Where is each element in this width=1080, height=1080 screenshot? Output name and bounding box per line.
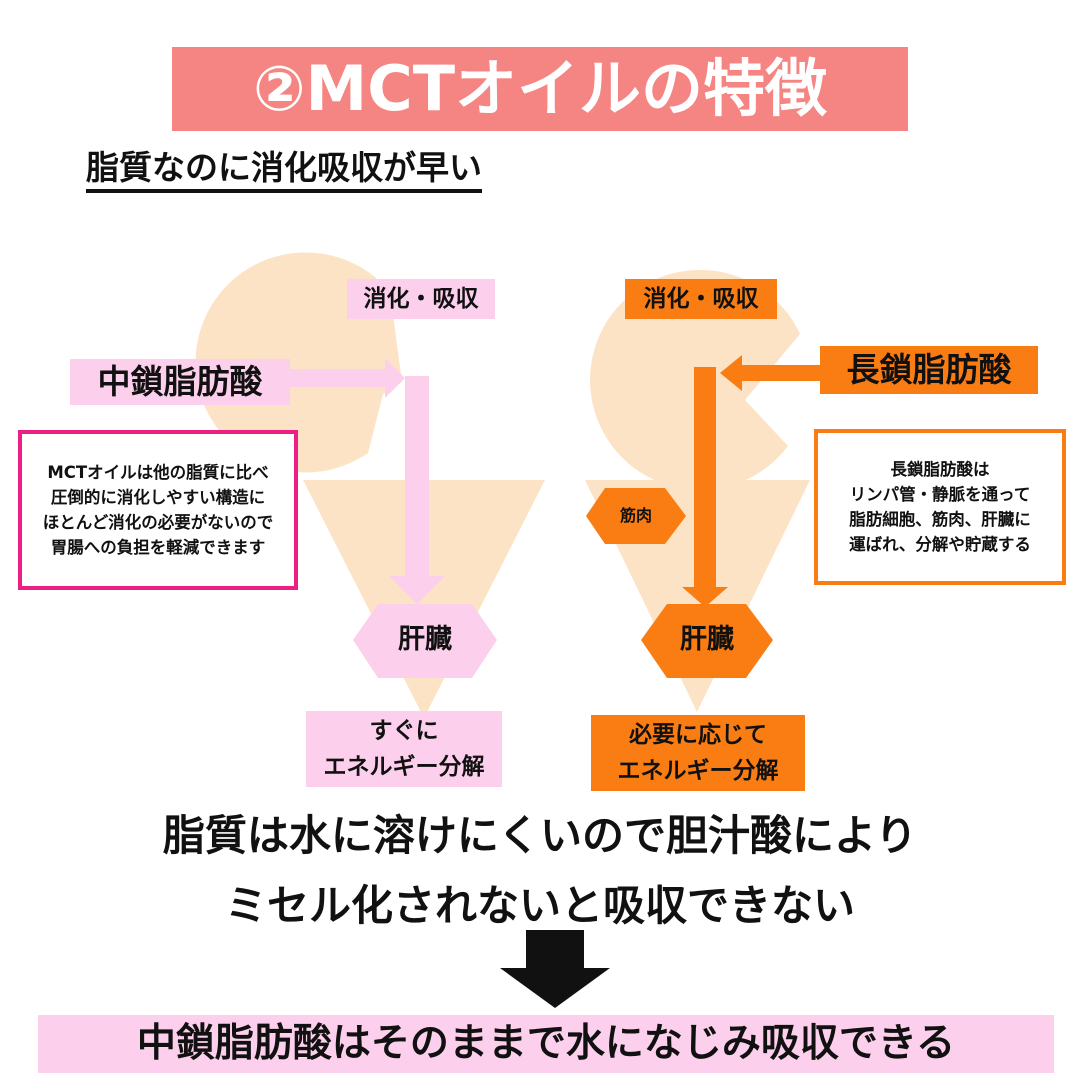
- conclusion-banner: 中鎖脂肪酸はそのままで水になじみ吸収できる: [38, 1015, 1054, 1073]
- right-note-line: 脂肪細胞、筋肉、肝臓に: [849, 510, 1031, 529]
- left-note-line: 胃腸への負担を軽減できます: [50, 538, 266, 557]
- right-down-arrow-shaft: [694, 367, 716, 587]
- left-note-line: ほとんど消化の必要がないので: [42, 513, 274, 532]
- left-liver-shape: [353, 604, 497, 678]
- left-digest-label: 消化・吸収: [347, 279, 495, 319]
- right-digest-label: 消化・吸収: [625, 279, 777, 319]
- right-result-line: 必要に応じて: [629, 722, 767, 748]
- right-result-box: 必要に応じて エネルギー分解: [591, 715, 805, 791]
- right-liver-label: 肝臓: [680, 624, 734, 655]
- left-note-line: MCTオイルは他の脂質に比べ: [47, 463, 269, 482]
- right-note-line: 運ばれ、分解や貯蔵する: [849, 535, 1031, 554]
- right-note-box: 長鎖脂肪酸は リンパ管・静脈を通って 脂肪細胞、筋肉、肝臓に 運ばれ、分解や貯蔵…: [814, 429, 1066, 585]
- left-acid-arrow-shaft: [290, 369, 385, 387]
- explanation-line-2: ミセル化されないと吸収できない: [224, 881, 855, 930]
- right-note-line: リンパ管・静脈を通って: [849, 485, 1031, 504]
- left-result-line: エネルギー分解: [323, 754, 485, 780]
- right-acid-arrow-shaft: [742, 365, 820, 381]
- right-muscle-label: 筋肉: [619, 506, 652, 525]
- right-acid-arrow-head: [720, 355, 742, 391]
- conclusion-arrow-shaft: [526, 930, 584, 970]
- left-result-line: すぐに: [369, 718, 439, 744]
- left-down-arrow-shaft: [405, 376, 429, 576]
- right-down-arrow-head: [682, 587, 728, 607]
- right-muscle-shape: [586, 488, 686, 544]
- right-result-line: エネルギー分解: [617, 758, 779, 784]
- right-acid-label: 長鎖脂肪酸: [820, 346, 1038, 394]
- left-down-arrow-head: [389, 576, 445, 604]
- left-note-box: MCTオイルは他の脂質に比べ 圧倒的に消化しやすい構造に ほとんど消化の必要がな…: [18, 430, 298, 590]
- conclusion-arrow-head: [500, 968, 610, 1008]
- page-subtitle: 脂質なのに消化吸収が早い: [86, 148, 482, 193]
- left-liver-label: 肝臓: [398, 624, 452, 655]
- page-title: ②MCTオイルの特徴: [172, 47, 908, 131]
- left-acid-arrow-head: [385, 358, 405, 398]
- explanation-line-1: 脂質は水に溶けにくいので胆汁酸により: [162, 811, 918, 860]
- left-note-line: 圧倒的に消化しやすい構造に: [50, 488, 266, 507]
- left-result-box: すぐに エネルギー分解: [306, 711, 502, 787]
- right-liver-shape: [641, 604, 773, 678]
- left-acid-label: 中鎖脂肪酸: [70, 359, 290, 405]
- left-torso-shape: [303, 480, 545, 718]
- right-note-line: 長鎖脂肪酸は: [890, 460, 990, 479]
